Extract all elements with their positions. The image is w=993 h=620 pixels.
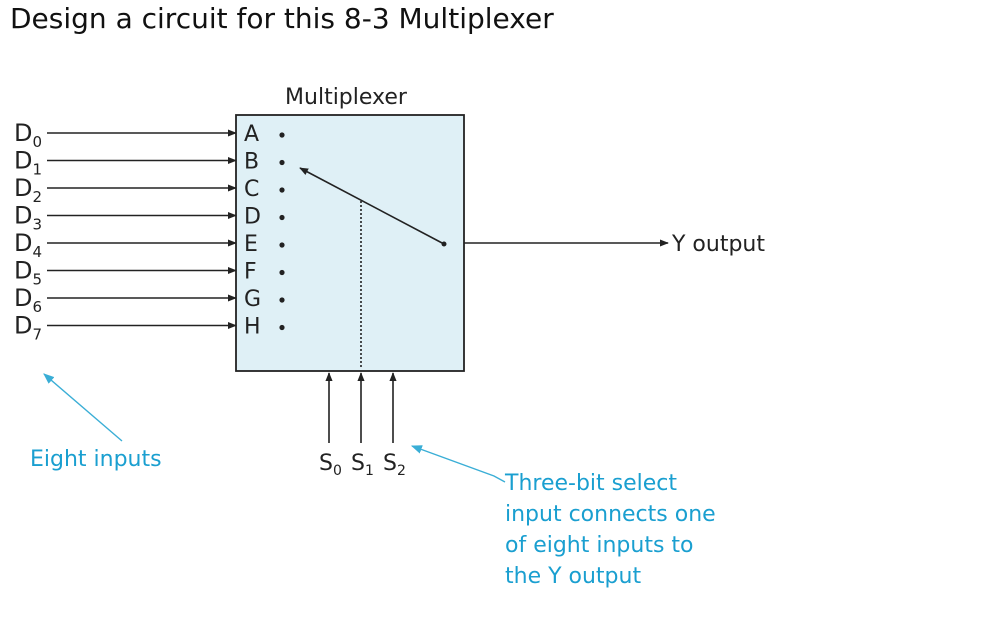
contact-dot-h [279, 324, 285, 331]
input-label-subscript: 5 [32, 271, 42, 289]
contact-dot-d [279, 214, 285, 221]
pin-label-c: C [244, 177, 259, 202]
contact-dot-g [279, 297, 285, 303]
multiplexer-block [235, 114, 465, 372]
pin-label-d: D [244, 205, 261, 230]
input-label-subscript: 2 [32, 188, 42, 206]
pin-label-h: H [244, 315, 261, 340]
input-label-subscript: 0 [32, 133, 42, 151]
pin-label-b: B [244, 150, 259, 175]
select-label-s0: S0 [319, 451, 342, 479]
input-label-d7: D7 [14, 312, 42, 344]
input-label-subscript: 7 [32, 326, 42, 344]
contact-dot-f [279, 269, 285, 276]
page-title: Design a circuit for this 8-3 Multiplexe… [10, 2, 554, 35]
select-label-s2: S2 [383, 451, 406, 479]
select-note-line: of eight inputs to [505, 533, 694, 558]
select-label-s1: S1 [351, 451, 374, 479]
input-label-subscript: 3 [32, 216, 42, 234]
select-label-subscript: 0 [333, 463, 342, 479]
input-label-subscript: 6 [32, 298, 42, 316]
select-note-line: the Y output [505, 564, 641, 589]
select-label-subscript: 2 [397, 463, 406, 479]
select-note-line: Three-bit select [504, 471, 677, 496]
pin-label-a: A [244, 122, 259, 147]
inputs-note: Eight inputs [30, 447, 162, 472]
switch-pivot [441, 241, 447, 247]
pin-label-f: F [244, 260, 257, 285]
contact-dot-e [279, 242, 285, 248]
contact-dot-c [279, 187, 285, 193]
inputs-note-arrow [43, 373, 123, 442]
multiplexer-label: Multiplexer [285, 85, 408, 110]
input-label-subscript: 1 [32, 161, 42, 179]
contact-dot-b [279, 159, 285, 166]
pin-label-e: E [244, 232, 258, 257]
pin-label-g: G [244, 287, 261, 312]
switch-lever [299, 167, 445, 245]
select-inputs: S0 S1 S2 [319, 372, 406, 479]
select-note-line: input connects one [505, 502, 716, 527]
contact-dot-a [279, 132, 285, 138]
input-label-subscript: 4 [32, 243, 42, 261]
select-label-subscript: 1 [365, 463, 374, 479]
select-note: Three-bit select input connects one of eig… [504, 471, 716, 589]
select-note-arrow [410, 445, 506, 483]
output-label: Y output [671, 232, 765, 257]
